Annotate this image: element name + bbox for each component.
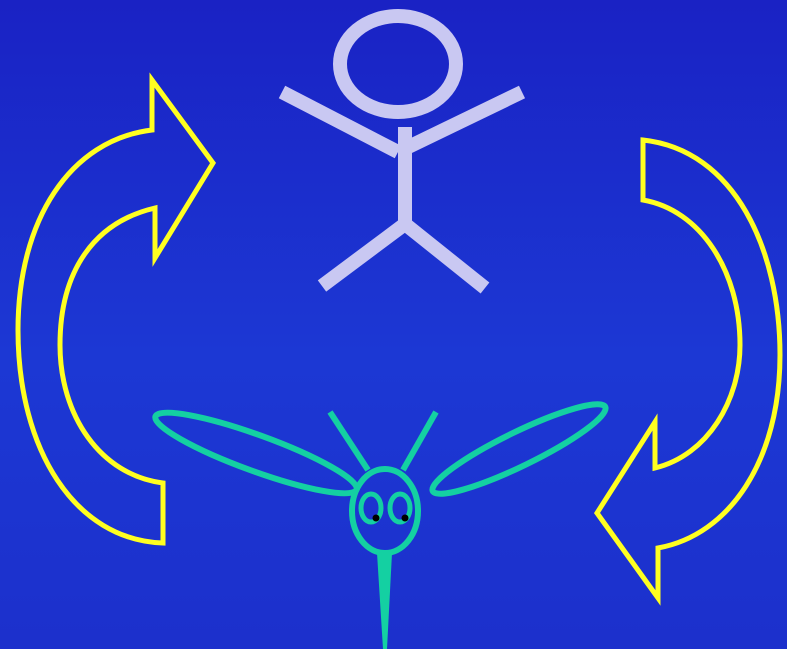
stick-figure-icon — [282, 16, 522, 288]
mosquito-wing-right — [425, 392, 612, 507]
stick-figure-head — [340, 16, 456, 112]
mosquito-icon — [149, 392, 612, 649]
mosquito-antenna-right — [403, 412, 436, 470]
stick-figure-leg-right — [405, 224, 485, 288]
mosquito-antenna-left — [330, 412, 368, 470]
cycle-arrow-left — [18, 80, 213, 543]
stick-figure-leg-left — [322, 224, 405, 286]
cycle-arrow-right — [597, 140, 780, 598]
stick-figure-arm-left — [282, 92, 398, 152]
mosquito-pupil-right — [402, 515, 409, 522]
stick-figure-arm-right — [398, 92, 522, 152]
mosquito-proboscis — [377, 553, 392, 649]
mosquito-pupil-left — [373, 515, 380, 522]
